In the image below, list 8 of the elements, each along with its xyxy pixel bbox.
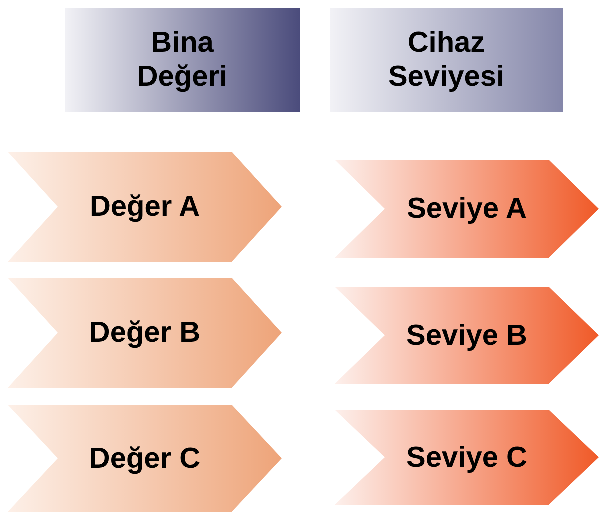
- step-label: Seviye C: [406, 440, 528, 474]
- column-heading: Bina Değeri: [136, 26, 229, 94]
- step-label: Seviye A: [407, 192, 527, 226]
- step-label: Seviye B: [406, 318, 528, 352]
- step-label: Değer C: [89, 442, 201, 476]
- column-heading: Cihaz Seviyesi: [387, 26, 506, 94]
- step-label: Değer B: [89, 316, 201, 350]
- step-label: Değer A: [90, 190, 200, 224]
